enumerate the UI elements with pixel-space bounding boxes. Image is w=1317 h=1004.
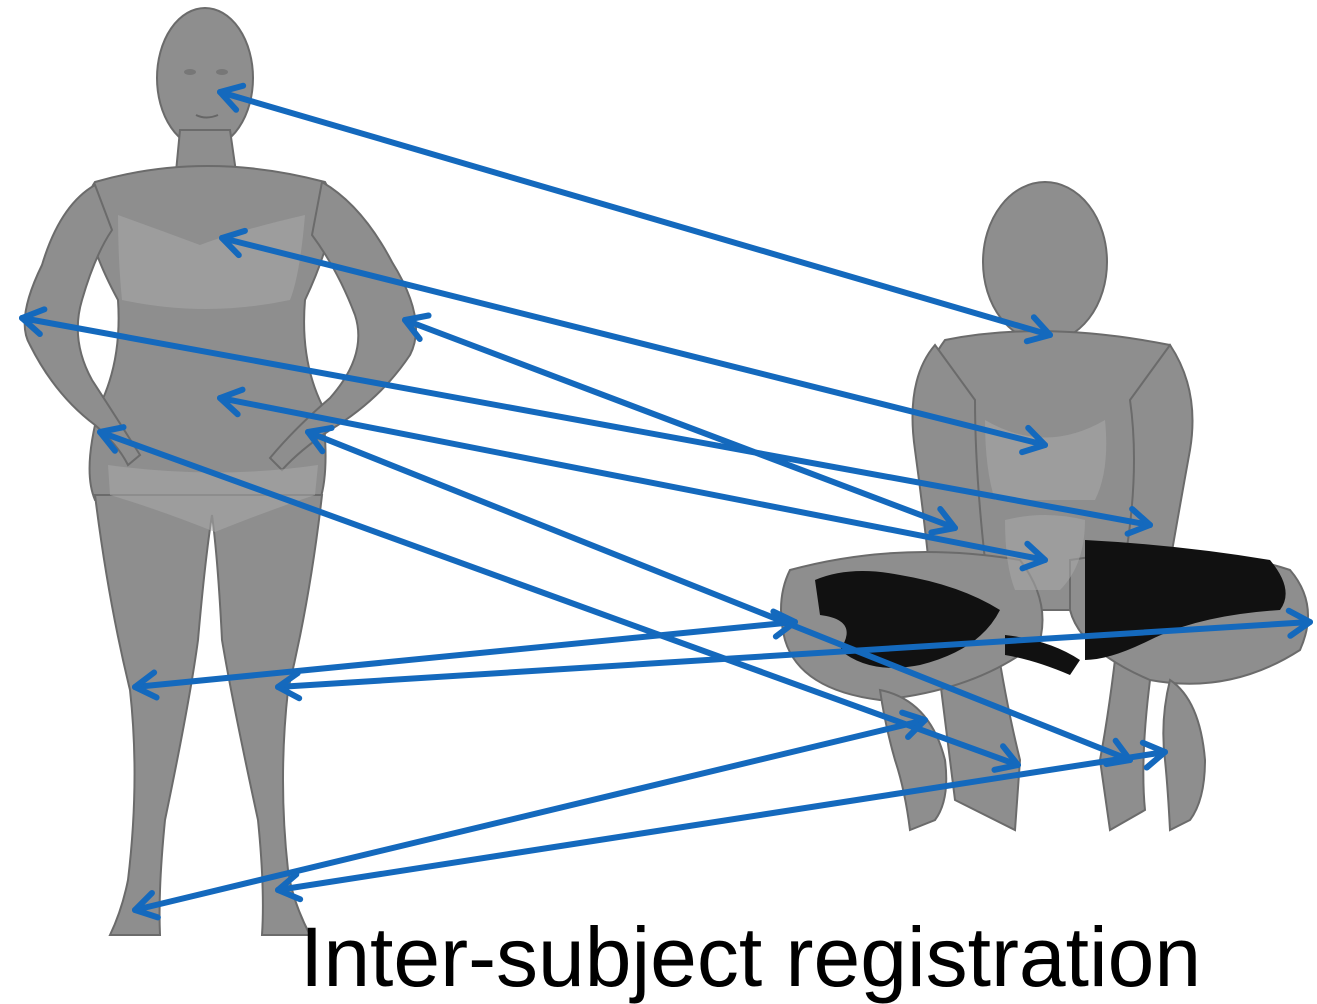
arrow-left-elbow [405,316,955,533]
registration-figure [0,0,1317,969]
arrow-shaft [278,752,1165,890]
standing-subject-mesh [25,8,416,935]
figure-caption: Inter-subject registration [300,915,1201,999]
